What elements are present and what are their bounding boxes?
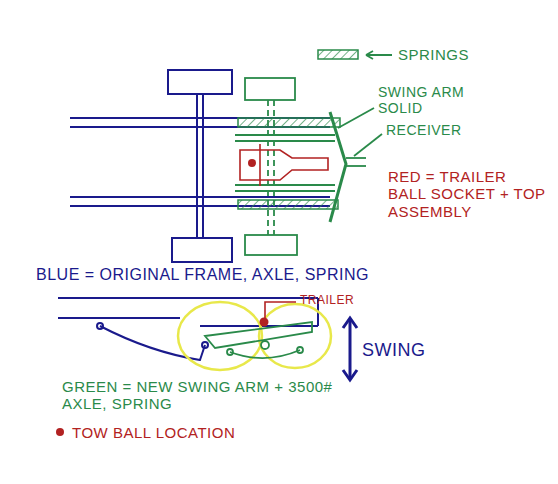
part-label: TRAILER <box>300 294 380 308</box>
part-label: SWING ARM SOLID <box>378 84 478 116</box>
legend-dot-note: TOW BALL LOCATION <box>72 424 312 441</box>
color-note: RED = TRAILER BALL SOCKET + TOP ASSEMBLY <box>388 168 548 220</box>
color-note: BLUE = ORIGINAL FRAME, AXLE, SPRING <box>36 266 396 284</box>
color-note: GREEN = NEW SWING ARM + 3500# AXLE, SPRI… <box>62 378 362 413</box>
motion-label: SWING <box>362 340 452 361</box>
part-label: RECEIVER <box>386 122 496 138</box>
legend-springs: SPRINGS <box>398 46 518 63</box>
